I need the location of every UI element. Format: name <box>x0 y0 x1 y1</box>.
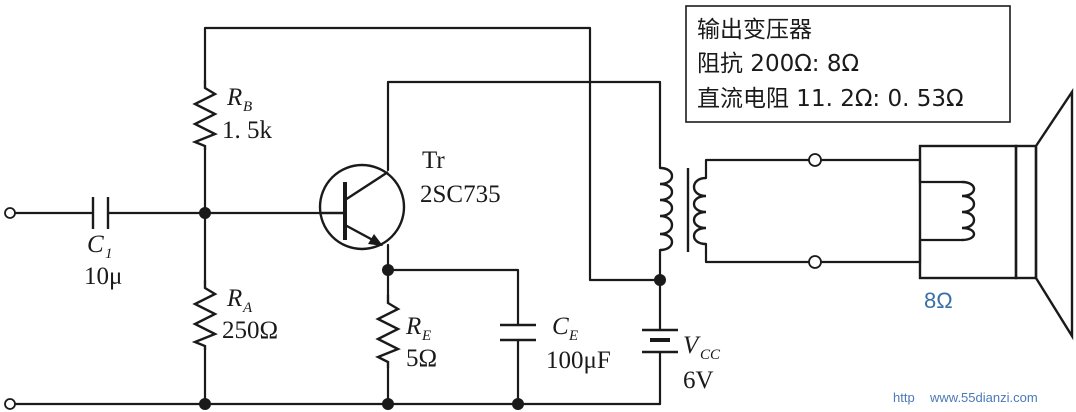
junction-dots <box>199 207 666 410</box>
capacitor-ce <box>500 323 536 342</box>
resistor-re <box>375 295 401 368</box>
output-transformer <box>659 166 708 254</box>
ce-subscript: E <box>568 328 578 344</box>
speaker-impedance: 8Ω <box>924 288 953 313</box>
rb-subscript: B <box>243 99 252 115</box>
transistor-name: Tr <box>422 147 445 174</box>
vcc-subscript: CC <box>700 347 721 363</box>
transistor-model: 2SC735 <box>420 181 501 208</box>
transistor-tr <box>318 163 406 251</box>
battery-vcc <box>642 328 678 354</box>
wires <box>10 26 922 406</box>
vcc-value: 6V <box>683 367 714 394</box>
ra-value: 250Ω <box>222 317 278 344</box>
watermark-prefix: http <box>893 390 915 405</box>
vcc-symbol: V <box>683 332 701 359</box>
ce-symbol: C <box>552 313 569 340</box>
transformer-dc-resistance: 直流电阻 11. 2Ω: 0. 53Ω <box>697 86 964 112</box>
rb-symbol: R <box>226 84 242 111</box>
speaker <box>918 88 1074 341</box>
transformer-title: 输出变压器 <box>697 17 812 43</box>
resistor-rb <box>191 80 218 150</box>
transformer-impedance: 阻抗 200Ω: 8Ω <box>697 51 859 77</box>
ra-symbol: R <box>226 285 242 312</box>
c1-symbol: C <box>87 231 104 258</box>
c1-subscript: 1 <box>105 246 113 262</box>
re-subscript: E <box>421 328 431 344</box>
ce-value: 100μF <box>546 347 611 374</box>
capacitor-c1 <box>91 197 110 229</box>
watermark-site: www.55dianzi.com <box>929 390 1038 405</box>
re-value: 5Ω <box>406 345 437 372</box>
transformer-info-box: 输出变压器 阻抗 200Ω: 8Ω 直流电阻 11. 2Ω: 0. 53Ω <box>685 5 1011 123</box>
ra-subscript: A <box>242 300 253 316</box>
resistor-ra <box>191 280 218 350</box>
terminals <box>4 153 822 410</box>
c1-value: 10μ <box>84 263 122 290</box>
re-symbol: R <box>405 313 421 340</box>
rb-value: 1. 5k <box>222 117 273 144</box>
